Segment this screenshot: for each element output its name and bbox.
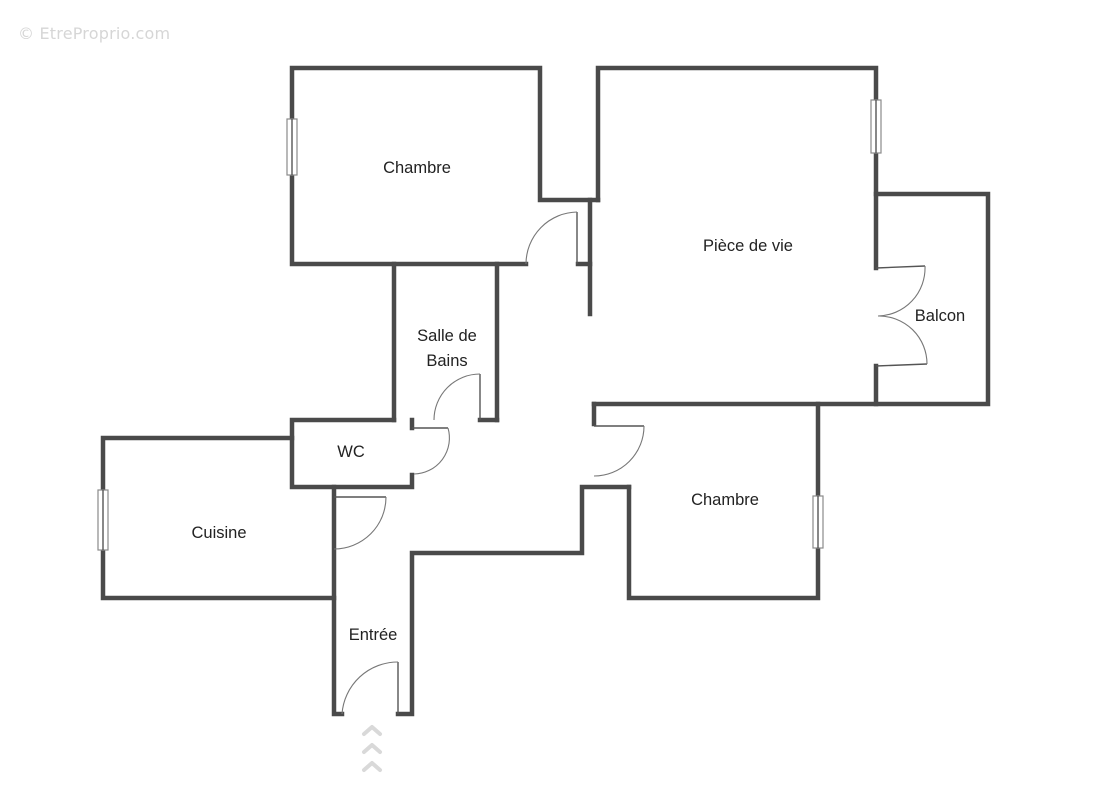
room-label-entree: Entrée (349, 626, 398, 644)
door-swing-icon (875, 265, 928, 367)
room-label-cuisine: Cuisine (191, 524, 246, 542)
door-swing-icon (433, 373, 481, 421)
wall-balcon (591, 191, 991, 407)
room-label-salle-de-bains-line2: Bains (426, 352, 467, 370)
door-swing-icon (525, 211, 578, 265)
entrance-arrow-icon (362, 725, 382, 772)
door-swing-icon (341, 661, 399, 715)
doors (333, 211, 928, 715)
wall-piece-de-vie (595, 65, 879, 271)
wall-entree-left (331, 484, 345, 717)
room-label-chambre-right: Chambre (691, 491, 759, 509)
room-label-wc: WC (337, 443, 365, 461)
watermark: © EtreProprio.com (18, 24, 171, 43)
room-label-chambre-top: Chambre (383, 159, 451, 177)
room-labels: Chambre Pièce de vie Balcon Salle de Bai… (191, 159, 965, 644)
walls (100, 65, 991, 717)
windows (97, 99, 882, 551)
door-swing-icon (593, 425, 645, 477)
wall-cuisine (100, 435, 337, 601)
door-swing-icon (333, 496, 387, 550)
wall-entree-right (395, 484, 632, 717)
room-label-piece-de-vie: Pièce de vie (703, 237, 793, 255)
wall-wc (289, 417, 415, 490)
door-swing-icon (412, 427, 450, 475)
wall-chambre-top (289, 65, 601, 267)
room-label-balcon: Balcon (915, 307, 965, 325)
room-label-salle-de-bains-line1: Salle de (417, 327, 477, 345)
